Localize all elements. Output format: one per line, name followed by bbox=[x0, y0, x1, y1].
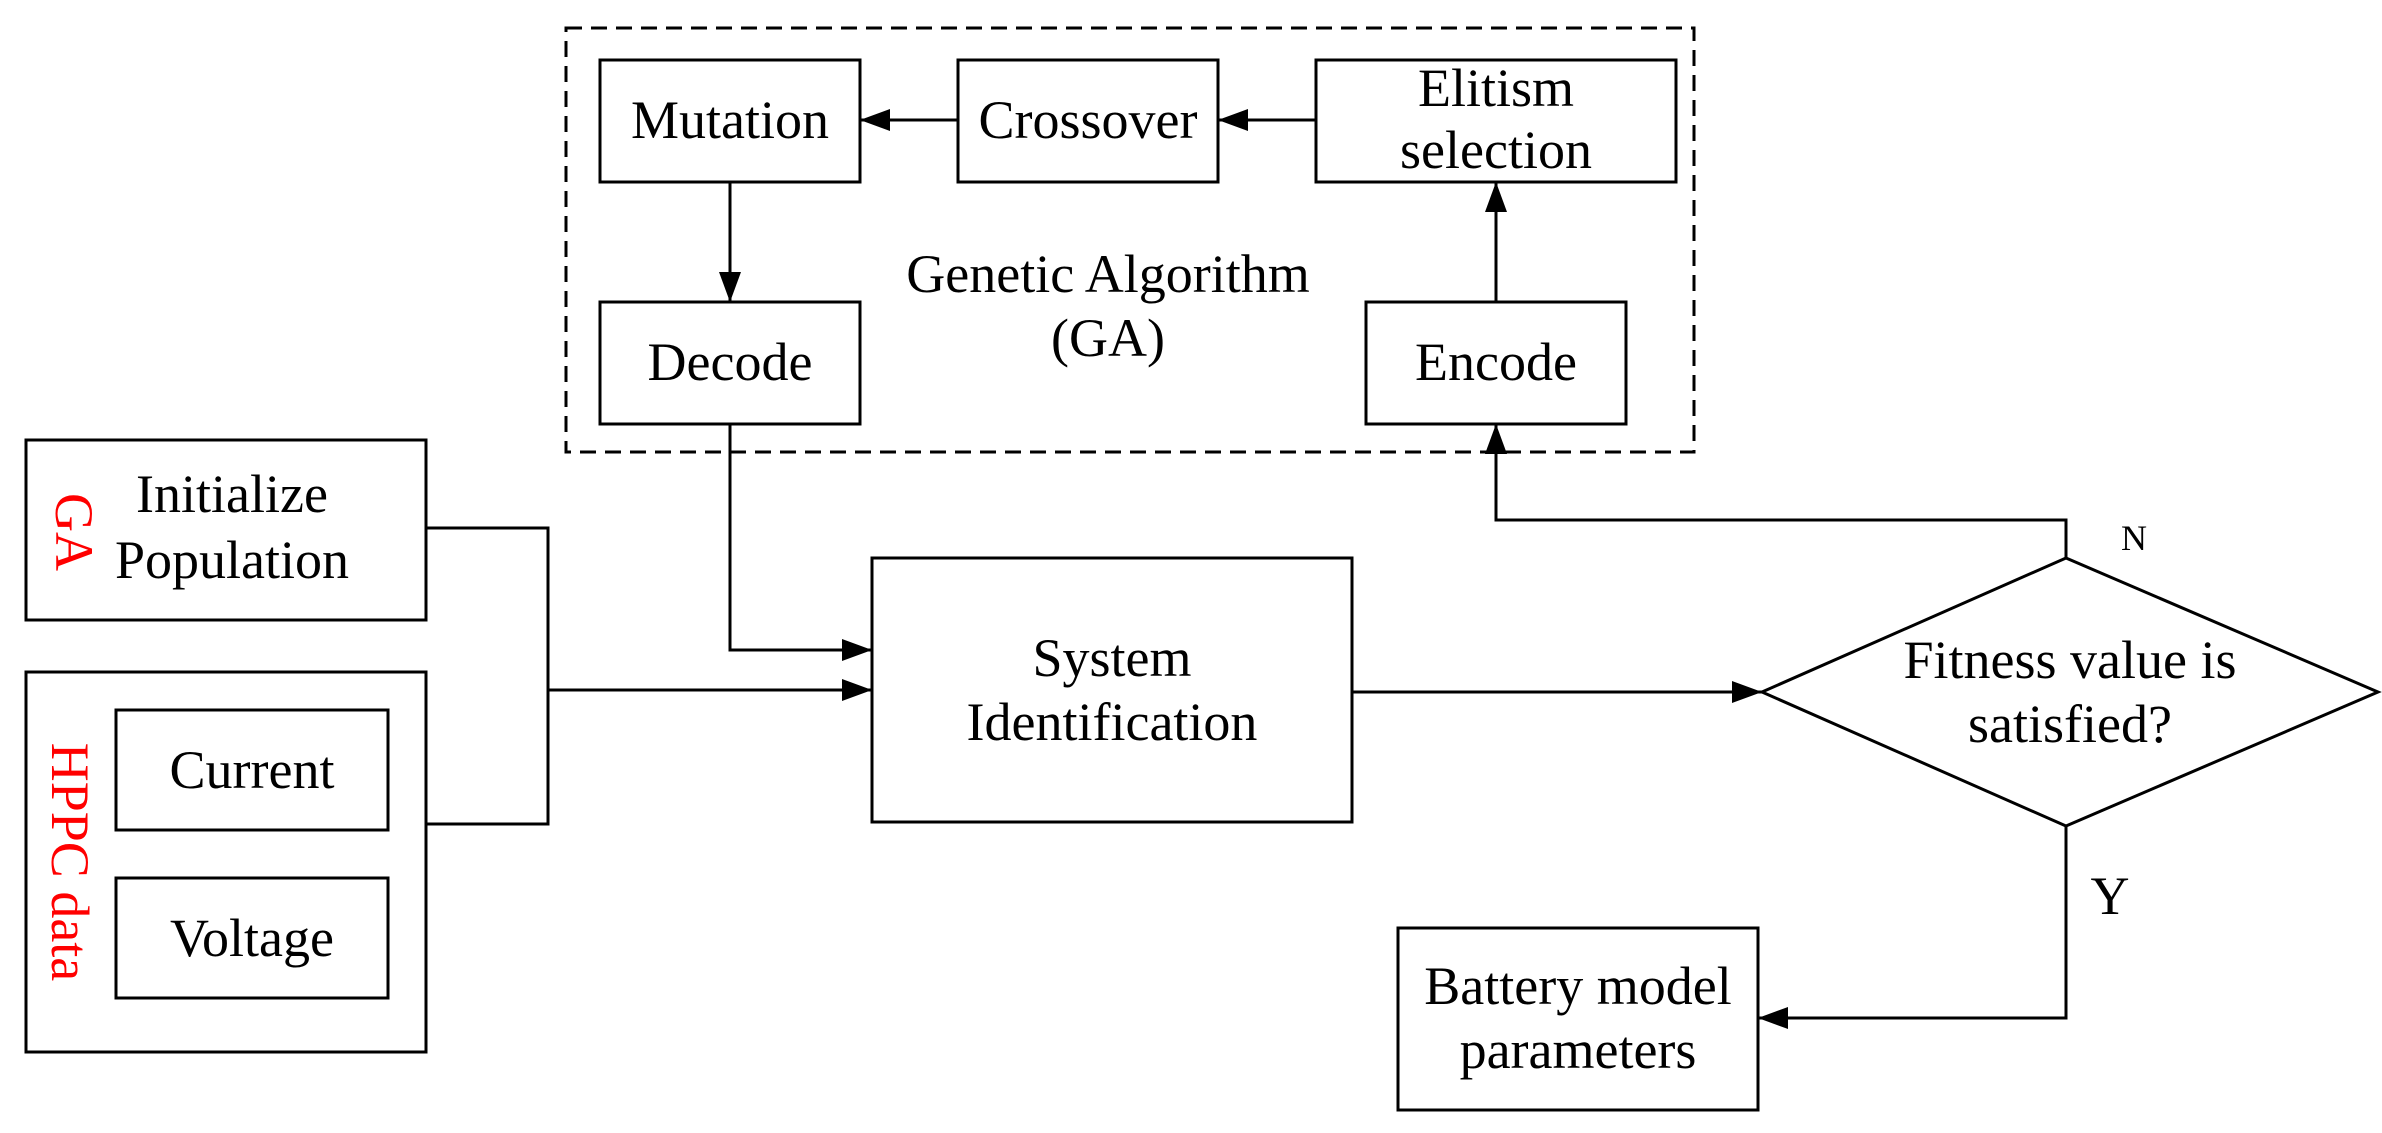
output-label-line1: Battery model bbox=[1424, 956, 1731, 1016]
connector-inputs-merge bbox=[426, 526, 550, 826]
crossover-label: Crossover bbox=[979, 90, 1198, 150]
elitism-label-line1: Elitism bbox=[1418, 58, 1574, 118]
system-identification-box bbox=[870, 556, 1354, 824]
decision-label-line2: satisfied? bbox=[1968, 694, 2172, 754]
voltage-box bbox=[114, 876, 390, 1000]
current-label: Current bbox=[170, 740, 335, 800]
voltage-label: Voltage bbox=[170, 908, 334, 968]
ga-side-label: GA bbox=[44, 493, 104, 571]
decision-no-label: N bbox=[2121, 518, 2147, 558]
battery-model-parameters-box bbox=[1396, 926, 1760, 1112]
hppc-side-label: HPPC data bbox=[40, 743, 100, 982]
system-identification-line2: Identification bbox=[967, 692, 1258, 752]
decode-label: Decode bbox=[648, 332, 813, 392]
arrow-decode-to-system-identification bbox=[728, 424, 872, 661]
ga-frame bbox=[564, 26, 1696, 454]
initialize-label-line2: Population bbox=[115, 530, 349, 590]
encode-label: Encode bbox=[1415, 332, 1577, 392]
encode-box bbox=[1364, 300, 1628, 426]
system-identification-line1: System bbox=[1032, 628, 1191, 688]
elitism-label-line2: selection bbox=[1400, 120, 1592, 180]
decision-label-line1: Fitness value is bbox=[1904, 630, 2237, 690]
fitness-decision-diamond bbox=[1758, 556, 2382, 828]
ga-title-line2: (GA) bbox=[1051, 308, 1165, 368]
mutation-label: Mutation bbox=[631, 90, 829, 150]
output-label-line2: parameters bbox=[1460, 1020, 1697, 1080]
crossover-box bbox=[956, 58, 1220, 184]
initialize-label-line1: Initialize bbox=[136, 464, 328, 524]
decode-box bbox=[598, 300, 862, 426]
initialize-population-box bbox=[24, 438, 428, 622]
current-box bbox=[114, 708, 390, 832]
decision-yes-label: Y bbox=[2091, 866, 2130, 926]
ga-title-line1: Genetic Algorithm bbox=[906, 244, 1309, 304]
arrow-decision-yes-to-output bbox=[1758, 826, 2068, 1029]
arrow-decision-no-to-encode bbox=[1485, 424, 2068, 558]
